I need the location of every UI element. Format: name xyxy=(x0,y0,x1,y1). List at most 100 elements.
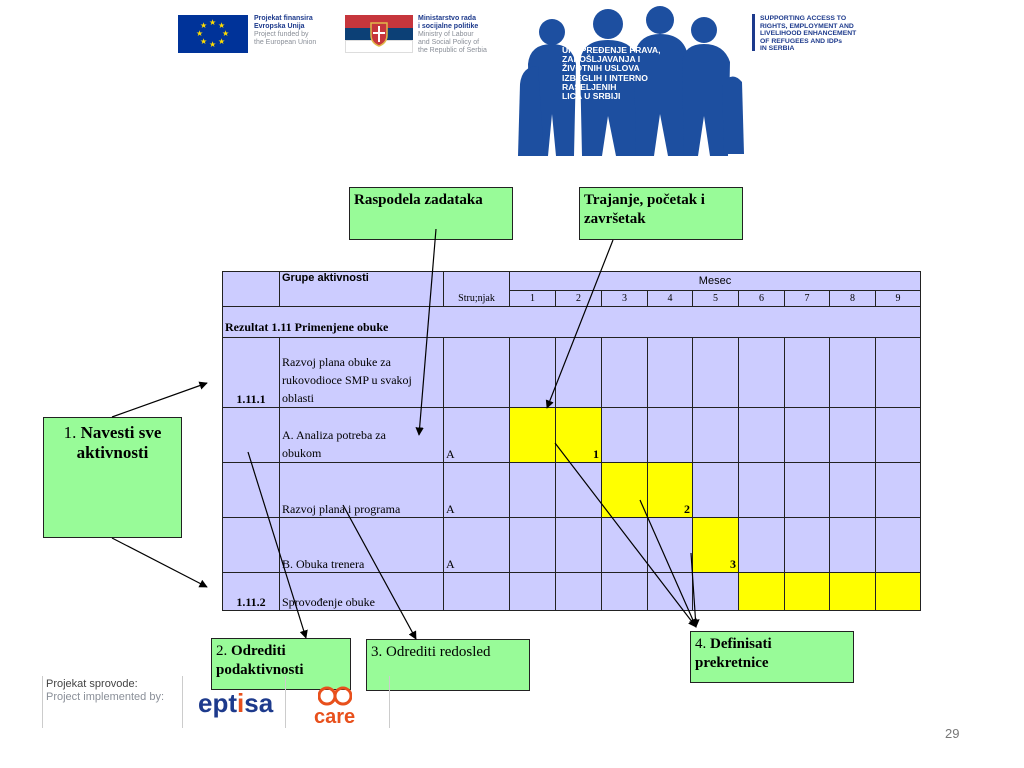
gantt-bar-cell xyxy=(875,572,921,611)
month-cell xyxy=(601,572,648,611)
eptisa-logo-part1: ept xyxy=(198,688,237,718)
campaign-line-4: IZBEGLIH I INTERNO xyxy=(562,72,648,83)
activity-name: Razvoj plana obuke za rukovodioce SMP u … xyxy=(279,337,444,408)
header-expert-top xyxy=(443,271,510,291)
callout-trajanje: Trajanje, početak i završetak xyxy=(579,187,743,240)
callout-trajanje-line2: završetak xyxy=(584,211,646,227)
month-cell xyxy=(692,337,739,408)
activity-name: Razvoj plana i programa xyxy=(279,462,444,518)
header-strucnjak: Stru;njak xyxy=(443,290,510,307)
month-cell xyxy=(738,407,785,463)
month-cell xyxy=(555,517,602,573)
gantt-activity-table: Grupe aktivnosti Mesec Stru;njak 1 2 3 4… xyxy=(222,271,921,611)
callout-navesti-num: 1. xyxy=(63,423,77,442)
month-6: 6 xyxy=(738,290,785,307)
month-cell xyxy=(784,462,830,518)
gantt-bar-cell xyxy=(829,572,876,611)
implemented-by-line2: Project implemented by: xyxy=(46,691,164,703)
ministry-logo-line1: Ministarstvo rada xyxy=(418,15,476,22)
footer-divider xyxy=(389,676,390,728)
ministry-logo-line5: the Republic of Serbia xyxy=(418,47,487,54)
serbia-flag-logo xyxy=(345,15,413,53)
month-cell xyxy=(647,337,693,408)
activity-name: B. Obuka trenera xyxy=(279,517,444,573)
activity-code xyxy=(222,407,280,463)
footer-divider xyxy=(285,676,286,728)
month-cell xyxy=(509,462,556,518)
month-cell xyxy=(875,337,921,408)
month-cell xyxy=(875,407,921,463)
month-cell xyxy=(692,407,739,463)
month-cell xyxy=(601,517,648,573)
eu-logo-line3: Project funded by xyxy=(254,31,309,38)
expert-cell xyxy=(443,572,510,611)
callout-prekretnice-num: 4. xyxy=(695,636,707,652)
milestone-marker: 2 xyxy=(647,462,693,518)
callout-trajanje-line1: Trajanje, početak i xyxy=(584,192,705,208)
divider-bar xyxy=(752,14,755,51)
activity-name: Sprovođenje obuke xyxy=(279,572,444,611)
month-5: 5 xyxy=(692,290,739,307)
callout-odrediti-podaktivnosti: 2. Odrediti podaktivnosti xyxy=(211,638,351,690)
activity-code: 1.11.2 xyxy=(222,572,280,611)
campaign-title: UNAPREĐENJE PRAVA, ZAPOŠLJAVANJA I ŽIVOT… xyxy=(562,45,712,102)
month-cell xyxy=(829,517,876,573)
month-cell xyxy=(692,462,739,518)
expert-cell: A xyxy=(443,407,510,463)
month-9: 9 xyxy=(875,290,921,307)
month-8: 8 xyxy=(829,290,876,307)
month-cell xyxy=(829,337,876,408)
month-cell xyxy=(555,462,602,518)
eu-logo-text: Projekat finansira Evropska Unija Projec… xyxy=(254,15,344,47)
month-7: 7 xyxy=(784,290,830,307)
campaign-line-2: ZAPOŠLJAVANJA I xyxy=(562,54,641,65)
coat-of-arms-icon xyxy=(370,22,388,47)
month-cell xyxy=(784,407,830,463)
month-cell xyxy=(601,407,648,463)
month-cell xyxy=(647,517,693,573)
callout-navesti-line2: aktivnosti xyxy=(76,443,149,462)
activity-code xyxy=(222,462,280,518)
activity-name-line2: A. Analiza potreba za xyxy=(282,428,386,442)
month-cell xyxy=(738,517,785,573)
implemented-by-line1: Projekat sprovode: xyxy=(46,678,138,690)
ministry-logo-line3: Ministry of Labour xyxy=(418,31,474,38)
implemented-by-label: Projekat sprovode: Project implemented b… xyxy=(46,678,164,704)
side-title-line-5: IN SERBIA xyxy=(760,45,795,53)
eu-logo-line2: Evropska Unija xyxy=(254,23,305,30)
month-cell xyxy=(738,337,785,408)
gantt-bar-cell xyxy=(738,572,785,611)
month-cell xyxy=(875,462,921,518)
ministry-logo-text: Ministarstvo rada i socijalne politike M… xyxy=(418,15,513,55)
callout-odrediti-pod-num: 2. xyxy=(216,643,228,659)
footer-divider xyxy=(182,676,183,728)
month-cell xyxy=(509,517,556,573)
callout-prekretnice-line1: Definisati xyxy=(710,636,772,652)
callout-navesti-aktivnosti: 1. Navesti sve aktivnosti xyxy=(43,417,182,538)
eptisa-logo-i: i xyxy=(237,688,245,718)
campaign-line-3: ŽIVOTNIH USLOVA xyxy=(562,63,640,74)
month-cell xyxy=(875,517,921,573)
month-cell xyxy=(509,572,556,611)
milestone-marker: 1 xyxy=(555,407,602,463)
month-2: 2 xyxy=(555,290,602,307)
month-cell xyxy=(692,572,739,611)
callout-odrediti-redosled: 3. Odrediti redosled xyxy=(366,639,530,691)
eptisa-logo: eptisa xyxy=(198,688,273,719)
header-blank-cell xyxy=(222,271,280,307)
header-mesec: Mesec xyxy=(509,271,921,291)
month-4: 4 xyxy=(647,290,693,307)
gantt-bar-cell xyxy=(784,572,830,611)
arrow-navesti-down xyxy=(111,537,208,588)
eu-logo-line4: the European Union xyxy=(254,39,317,46)
month-1: 1 xyxy=(509,290,556,307)
activity-code: 1.11.1 xyxy=(222,337,280,408)
month-cell xyxy=(784,517,830,573)
care-hands-icon xyxy=(318,686,352,706)
activity-code xyxy=(222,517,280,573)
campaign-line-6: LICA U SRBIJI xyxy=(562,91,621,102)
result-row-label: Rezultat 1.11 Primenjene obuke xyxy=(222,306,921,338)
eptisa-logo-part2: sa xyxy=(244,688,274,718)
callout-odrediti-pod-line1: Odrediti xyxy=(231,643,286,659)
people-silhouette-logo xyxy=(518,6,744,156)
